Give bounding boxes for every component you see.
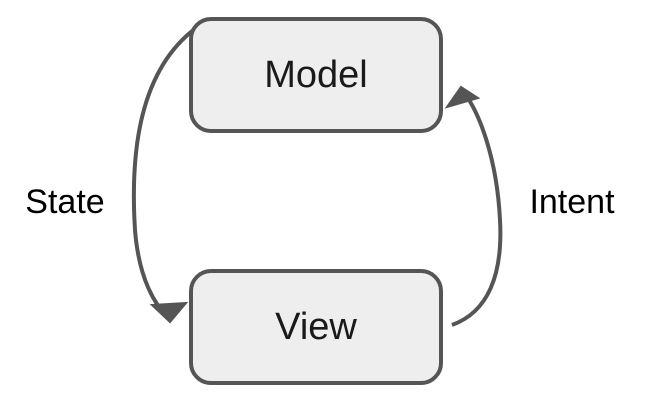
node-model-label: Model (264, 54, 368, 96)
node-model[interactable]: Model (189, 17, 443, 133)
edge-intent-label: Intent (529, 183, 615, 221)
edge-intent (444, 85, 503, 327)
node-view-box[interactable] (189, 269, 443, 385)
edge-state (131, 26, 198, 324)
edge-intent-arrowhead (444, 85, 481, 109)
node-view[interactable]: View (189, 269, 443, 385)
edge-state-path (131, 26, 198, 322)
edge-state-label: State (25, 183, 104, 221)
node-model-box[interactable] (189, 17, 443, 133)
edge-intent-path (451, 88, 503, 327)
edge-state-arrowhead (149, 301, 189, 324)
node-view-label: View (275, 306, 357, 348)
